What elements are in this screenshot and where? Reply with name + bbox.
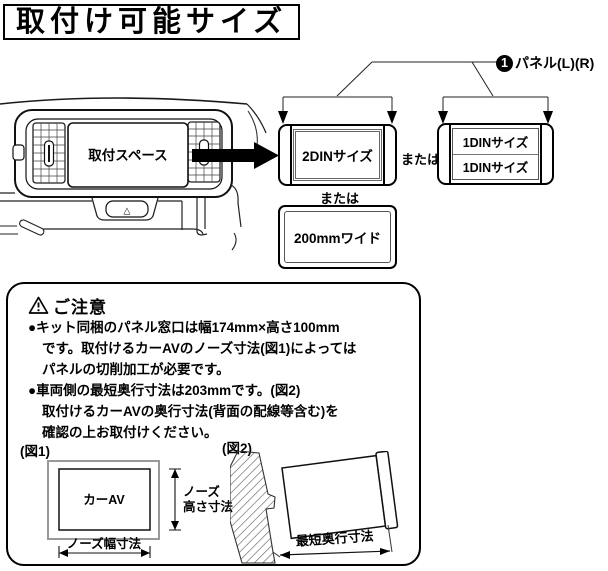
panel-callout: 1 パネル(L)(R) xyxy=(496,53,594,73)
lever-stalk xyxy=(19,219,45,236)
hazard-symbol: △ xyxy=(124,206,131,216)
caution-box: ご注意 ●キット同梱のパネル窓口は幅174mm×高さ100mm です。取付けるカ… xyxy=(6,282,421,566)
caution-text: ●キット同梱のパネル窓口は幅174mm×高さ100mm です。取付けるカーAVの… xyxy=(28,317,413,443)
callout-number-badge: 1 xyxy=(496,54,513,72)
fig1-caption: (図1) xyxy=(20,444,50,459)
size-box-1din: 1DINサイズ 1DINサイズ xyxy=(437,123,554,185)
caution-line: 取付けるカーAVの奥行寸法(背面の配線等含む)を xyxy=(42,404,339,419)
size-box-200mm: 200mmワイド xyxy=(278,205,397,269)
hazard-switch: △ xyxy=(91,197,159,221)
left-vent-icon xyxy=(32,122,66,184)
caution-header: ご注意 xyxy=(28,293,107,318)
install-space xyxy=(67,122,189,188)
pointer-arrow-icon xyxy=(438,111,448,124)
nose-height-label-2: 高さ寸法 xyxy=(183,499,234,514)
panel-strip-left xyxy=(280,126,292,184)
install-direction-arrow-icon xyxy=(192,142,279,169)
pointer-arrow-icon xyxy=(387,111,397,124)
panel-strip-left xyxy=(439,125,451,183)
dash-wall-hatch xyxy=(230,451,276,564)
nose-height-label-1: ノーズ xyxy=(183,484,220,499)
car-av-side-view xyxy=(281,451,399,540)
panel-strip-right xyxy=(540,125,552,183)
size-box-2din: 2DINサイズ xyxy=(278,124,397,186)
nose-width-label: ノーズ幅寸法 xyxy=(67,536,142,551)
caution-line: ●車両側の最短奥行寸法は203mmです。(図2) xyxy=(28,383,301,398)
install-space-label: 取付スペース xyxy=(88,147,167,163)
car-av-label: カーAV xyxy=(83,493,125,507)
title-box: 取付け可能サイズ xyxy=(3,4,301,40)
fig1-diagram: カーAV ノーズ 高さ寸法 ノーズ幅寸法 xyxy=(47,460,234,558)
side-tab xyxy=(12,144,25,161)
or-label-side: または xyxy=(401,152,441,167)
depth-label: 最短奥行寸法 xyxy=(295,528,374,548)
or-label-below: または xyxy=(320,191,360,206)
size-box-200mm-label: 200mmワイド xyxy=(284,211,391,263)
caution-line: です。取付けるカーAVのノーズ寸法(図1)によっては xyxy=(42,341,357,356)
caution-line: 確認の上お取付けください。 xyxy=(42,425,218,440)
caution-title: ご注意 xyxy=(53,298,107,317)
callout-lines xyxy=(278,61,553,124)
callout-label: パネル(L)(R) xyxy=(515,55,595,71)
warning-icon xyxy=(28,296,49,314)
size-box-1din-bottom-label: 1DINサイズ xyxy=(462,161,529,176)
pointer-arrow-icon xyxy=(543,111,553,124)
fig2-diagram: 最短奥行寸法 xyxy=(230,451,399,564)
caution-line: パネルの切削加工が必要です。 xyxy=(42,362,230,377)
dashboard-illustration: 取付スペース △ xyxy=(0,97,279,251)
size-box-2din-label: 2DINサイズ xyxy=(293,129,382,181)
pointer-arrow-icon xyxy=(278,111,288,124)
page-title: 取付け可能サイズ xyxy=(16,6,288,38)
size-box-1din-top-label: 1DINサイズ xyxy=(453,129,538,155)
caution-line: ●キット同梱のパネル窓口は幅174mm×高さ100mm xyxy=(28,320,340,335)
panel-strip-right xyxy=(383,126,395,184)
